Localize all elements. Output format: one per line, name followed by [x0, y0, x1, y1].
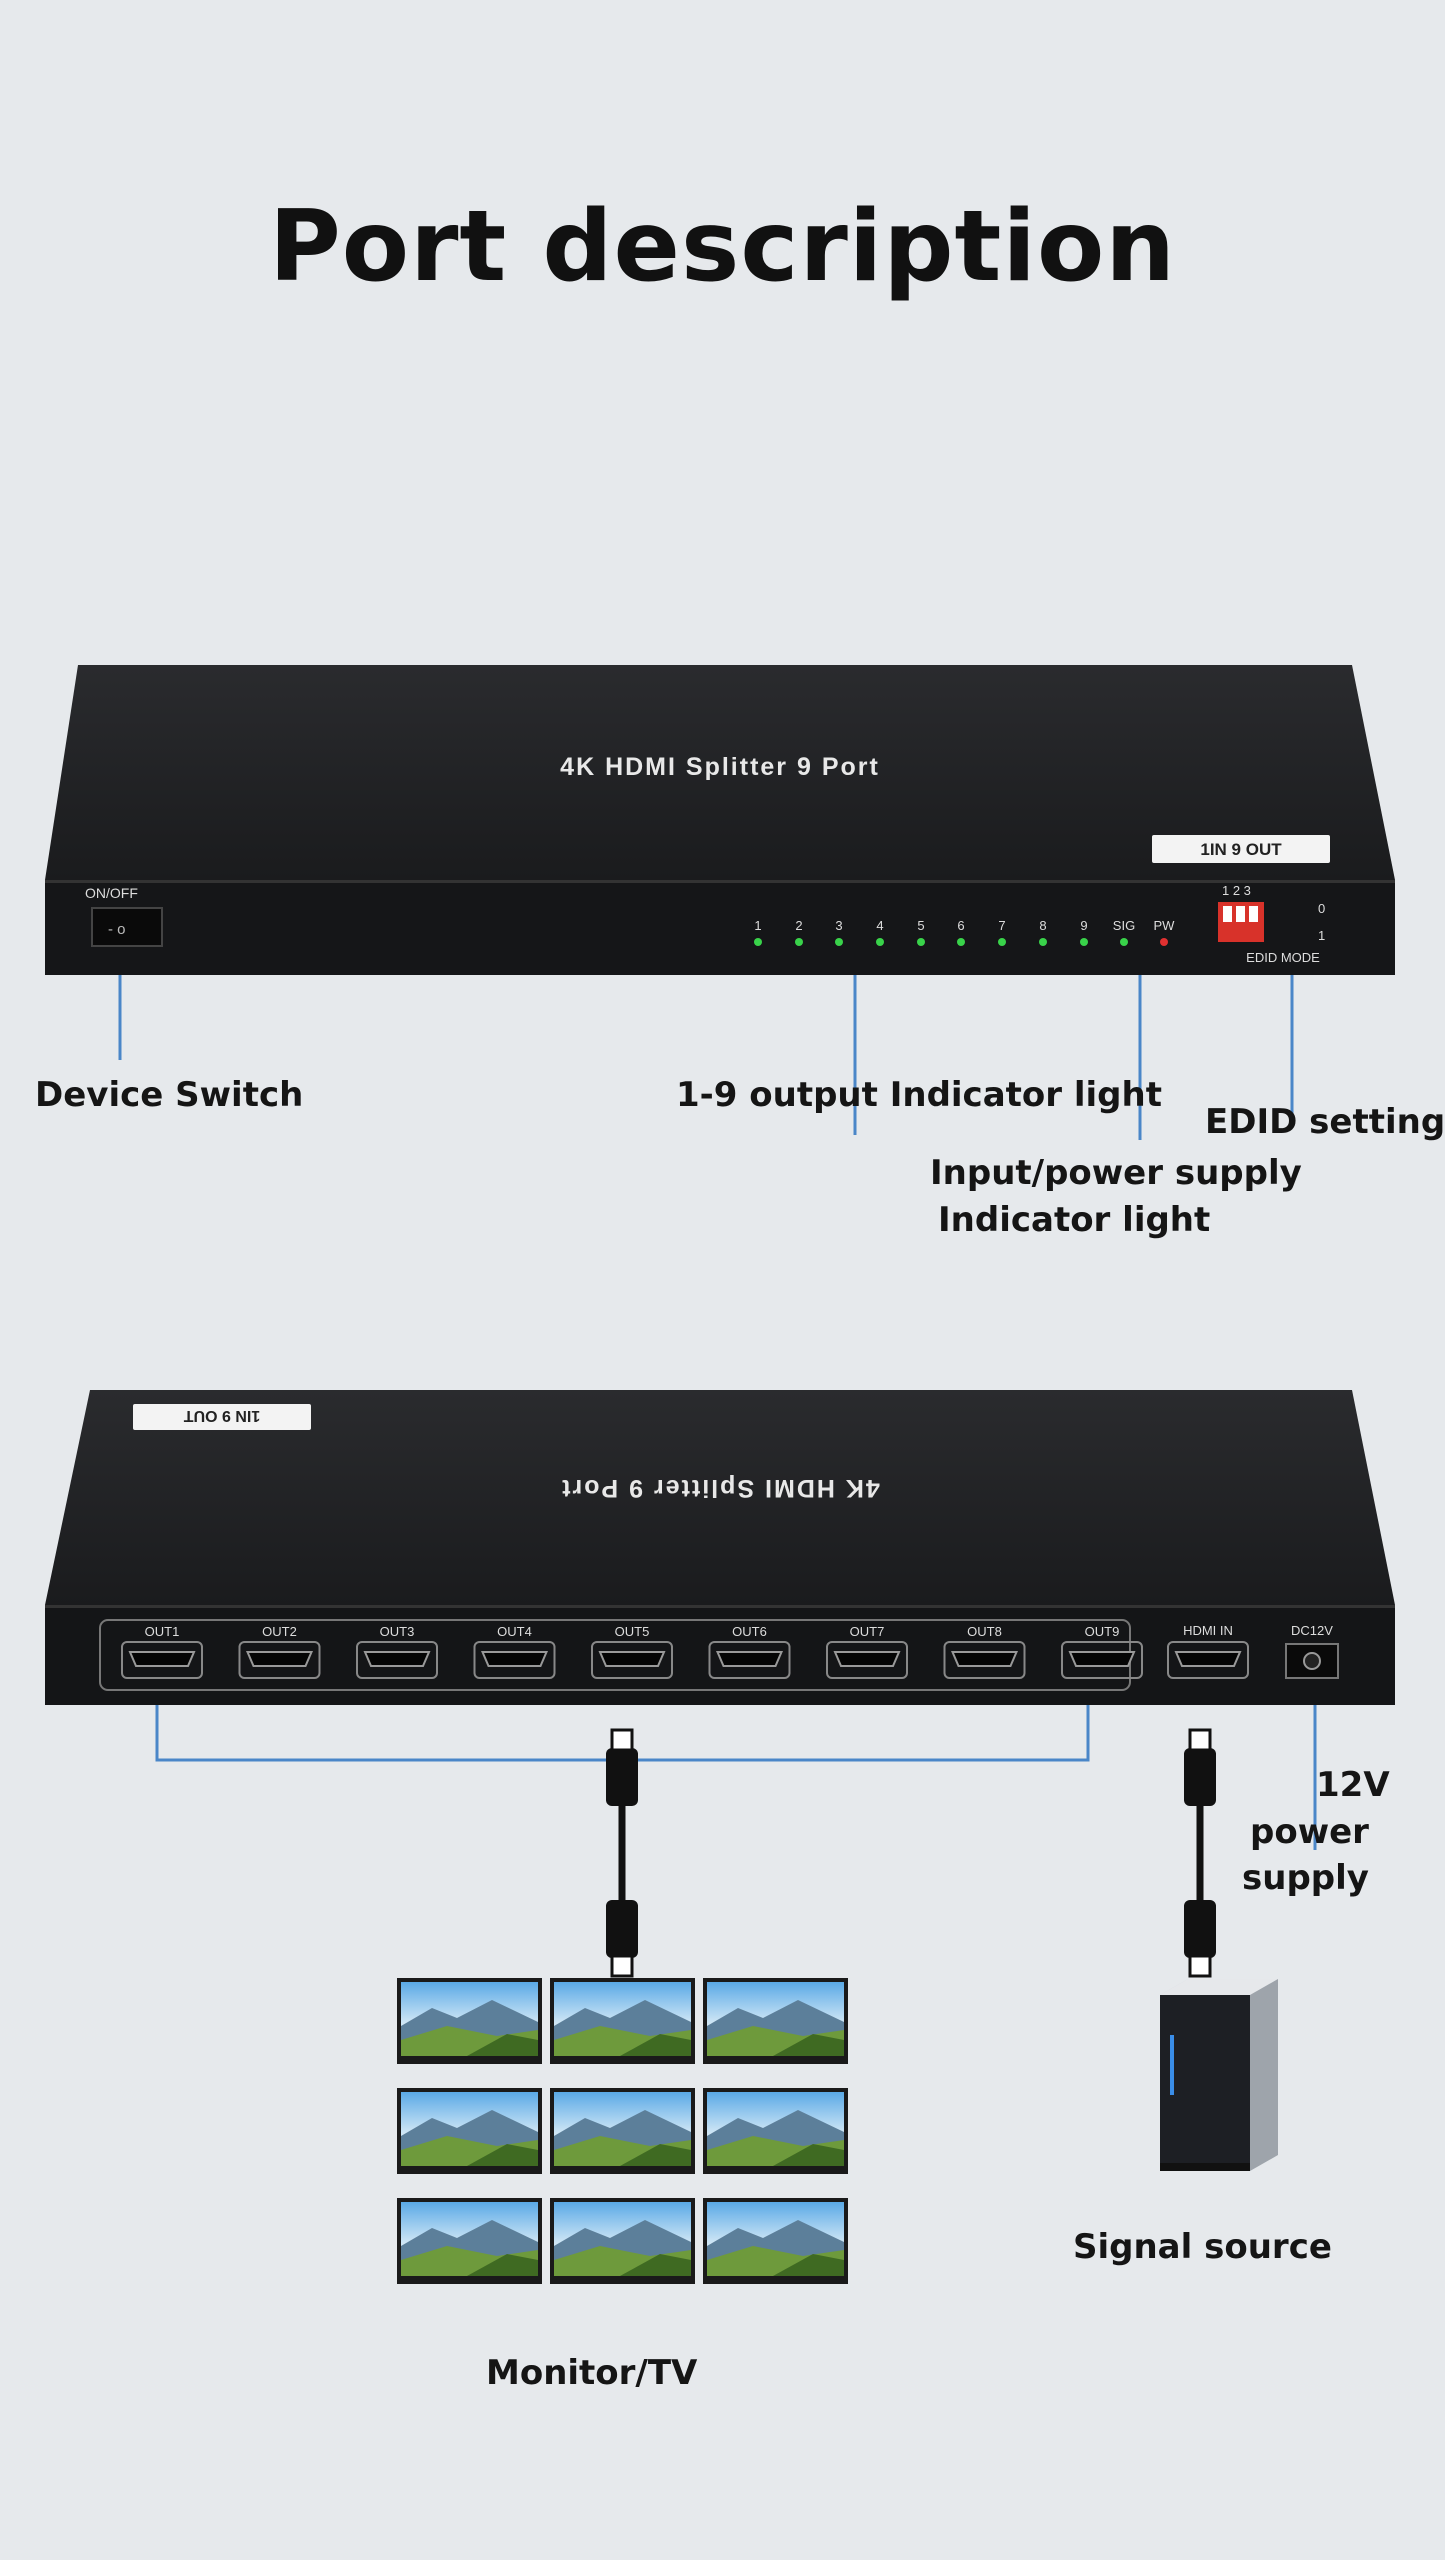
indicator-led	[998, 938, 1006, 946]
monitor-screen	[550, 2198, 695, 2284]
monitor-label: Monitor/TV	[486, 2353, 698, 2393]
callout-output-indicator: 1-9 output Indicator light	[676, 1075, 1162, 1115]
indicator-label: 2	[795, 918, 802, 933]
monitor-screen	[703, 1978, 848, 2064]
hdmi-output-ports: OUT1 OUT2 OUT3 OUT4 OUT5 OUT6 OUT7 OUT8 OUT9	[121, 1624, 1143, 1679]
indicator-led	[835, 938, 843, 946]
indicator-label: SIG	[1113, 918, 1135, 933]
edid-off: 1	[1318, 928, 1325, 943]
indicator-label: 9	[1080, 918, 1087, 933]
indicator-led	[1039, 938, 1047, 946]
signal-source-label: Signal source	[1073, 2227, 1332, 2267]
indicator-led	[917, 938, 925, 946]
page-title: Port description	[268, 190, 1177, 304]
output-port-label: OUT7	[850, 1624, 885, 1639]
output-port-label: OUT6	[732, 1624, 767, 1639]
output-port-label: OUT3	[380, 1624, 415, 1639]
power-label-3: supply	[1242, 1858, 1369, 1898]
front-device-name: 4K HDMI Splitter 9 Port	[560, 753, 880, 781]
hdmi-output-port	[598, 1651, 666, 1667]
hdmi-cable-monitors	[606, 1728, 638, 1978]
output-port-label: OUT4	[497, 1624, 532, 1639]
power-label-1: 12V	[1316, 1765, 1390, 1805]
monitor-screen	[703, 2088, 848, 2174]
power-label-2: power	[1250, 1812, 1369, 1852]
device-top-surface	[45, 665, 1395, 880]
indicator-label: 8	[1039, 918, 1046, 933]
output-port-frame	[826, 1641, 908, 1679]
indicator-lights: 1 2 3 4 5 6 7 8 9 SIG PW	[754, 918, 1175, 946]
callout-device-switch: Device Switch	[35, 1075, 304, 1115]
indicator-led	[1120, 938, 1128, 946]
front-panel-device: 4K HDMI Splitter 9 Port 1IN 9 OUT ON/OFF…	[45, 665, 1395, 975]
indicator-label: 5	[917, 918, 924, 933]
output-port-frame	[943, 1641, 1026, 1679]
back-device-top	[45, 1390, 1395, 1605]
device-front-face	[45, 880, 1395, 975]
indicator-led	[754, 938, 762, 946]
hdmi-output-port	[833, 1651, 901, 1667]
hdmi-in-port	[1174, 1651, 1242, 1667]
indicator-label: 3	[835, 918, 842, 933]
indicator-led	[795, 938, 803, 946]
output-port-label: OUT8	[967, 1624, 1002, 1639]
power-switch	[91, 907, 163, 947]
edid-numbers: 1 2 3	[1222, 883, 1251, 898]
output-port-label: OUT9	[1085, 1624, 1120, 1639]
output-port-frame	[473, 1641, 556, 1679]
output-port-label: OUT1	[145, 1624, 180, 1639]
power-led	[1160, 938, 1168, 946]
hdmi-in-label: HDMI IN	[1183, 1623, 1233, 1638]
monitor-screen	[550, 2088, 695, 2174]
output-port-frame	[591, 1641, 673, 1679]
indicator-label: 1	[754, 918, 761, 933]
callout-input-power-2: Indicator light	[938, 1200, 1211, 1240]
back-badge	[133, 1404, 311, 1430]
hdmi-output-port	[480, 1651, 549, 1667]
indicator-label: 6	[957, 918, 964, 933]
dc-label: DC12V	[1291, 1623, 1333, 1638]
hdmi-output-port	[128, 1651, 196, 1667]
output-port-label: OUT5	[615, 1624, 650, 1639]
front-callout-lines	[118, 975, 1294, 1140]
svg-text:- o: - o	[108, 921, 126, 938]
hdmi-output-port	[715, 1651, 784, 1667]
hdmi-output-port	[1068, 1651, 1136, 1667]
output-port-frame	[708, 1641, 791, 1679]
monitor-screen	[397, 2088, 542, 2174]
hdmi-output-port	[245, 1651, 314, 1667]
back-device-name: 4K HDMI Splitter 9 Port	[560, 1474, 880, 1502]
indicator-label: PW	[1154, 918, 1176, 933]
pc-blue-light	[1170, 2035, 1174, 2095]
hdmi-cable-source	[1184, 1728, 1216, 1978]
monitor-screen	[397, 2198, 542, 2284]
back-connections	[155, 1705, 1317, 1978]
indicator-label: 4	[876, 918, 883, 933]
switch-label: ON/OFF	[85, 885, 138, 901]
output-port-frame	[238, 1641, 321, 1679]
front-badge-text: 1IN 9 OUT	[1200, 840, 1282, 859]
pc-tower	[1160, 1979, 1278, 2171]
output-port-frame	[121, 1641, 203, 1679]
hdmi-output-port	[363, 1651, 431, 1667]
callout-input-power-1: Input/power supply	[930, 1153, 1302, 1193]
monitor-screen	[550, 1978, 695, 2064]
indicator-label: 7	[998, 918, 1005, 933]
edid-mode-label: EDID MODE	[1246, 950, 1320, 965]
output-port-label: OUT2	[262, 1624, 297, 1639]
front-badge	[1152, 835, 1330, 863]
indicator-led	[876, 938, 884, 946]
callout-edid-settings: EDID settings	[1205, 1102, 1445, 1142]
output-port-frame	[1061, 1641, 1143, 1679]
monitor-grid	[397, 1978, 848, 2284]
back-badge-text: 1IN 9 OUT	[184, 1407, 261, 1424]
monitor-screen	[703, 2198, 848, 2284]
edid-on: 0	[1318, 901, 1325, 916]
output-port-frame	[356, 1641, 438, 1679]
indicator-led	[957, 938, 965, 946]
hdmi-output-port	[950, 1651, 1019, 1667]
monitor-screen	[397, 1978, 542, 2064]
indicator-led	[1080, 938, 1088, 946]
